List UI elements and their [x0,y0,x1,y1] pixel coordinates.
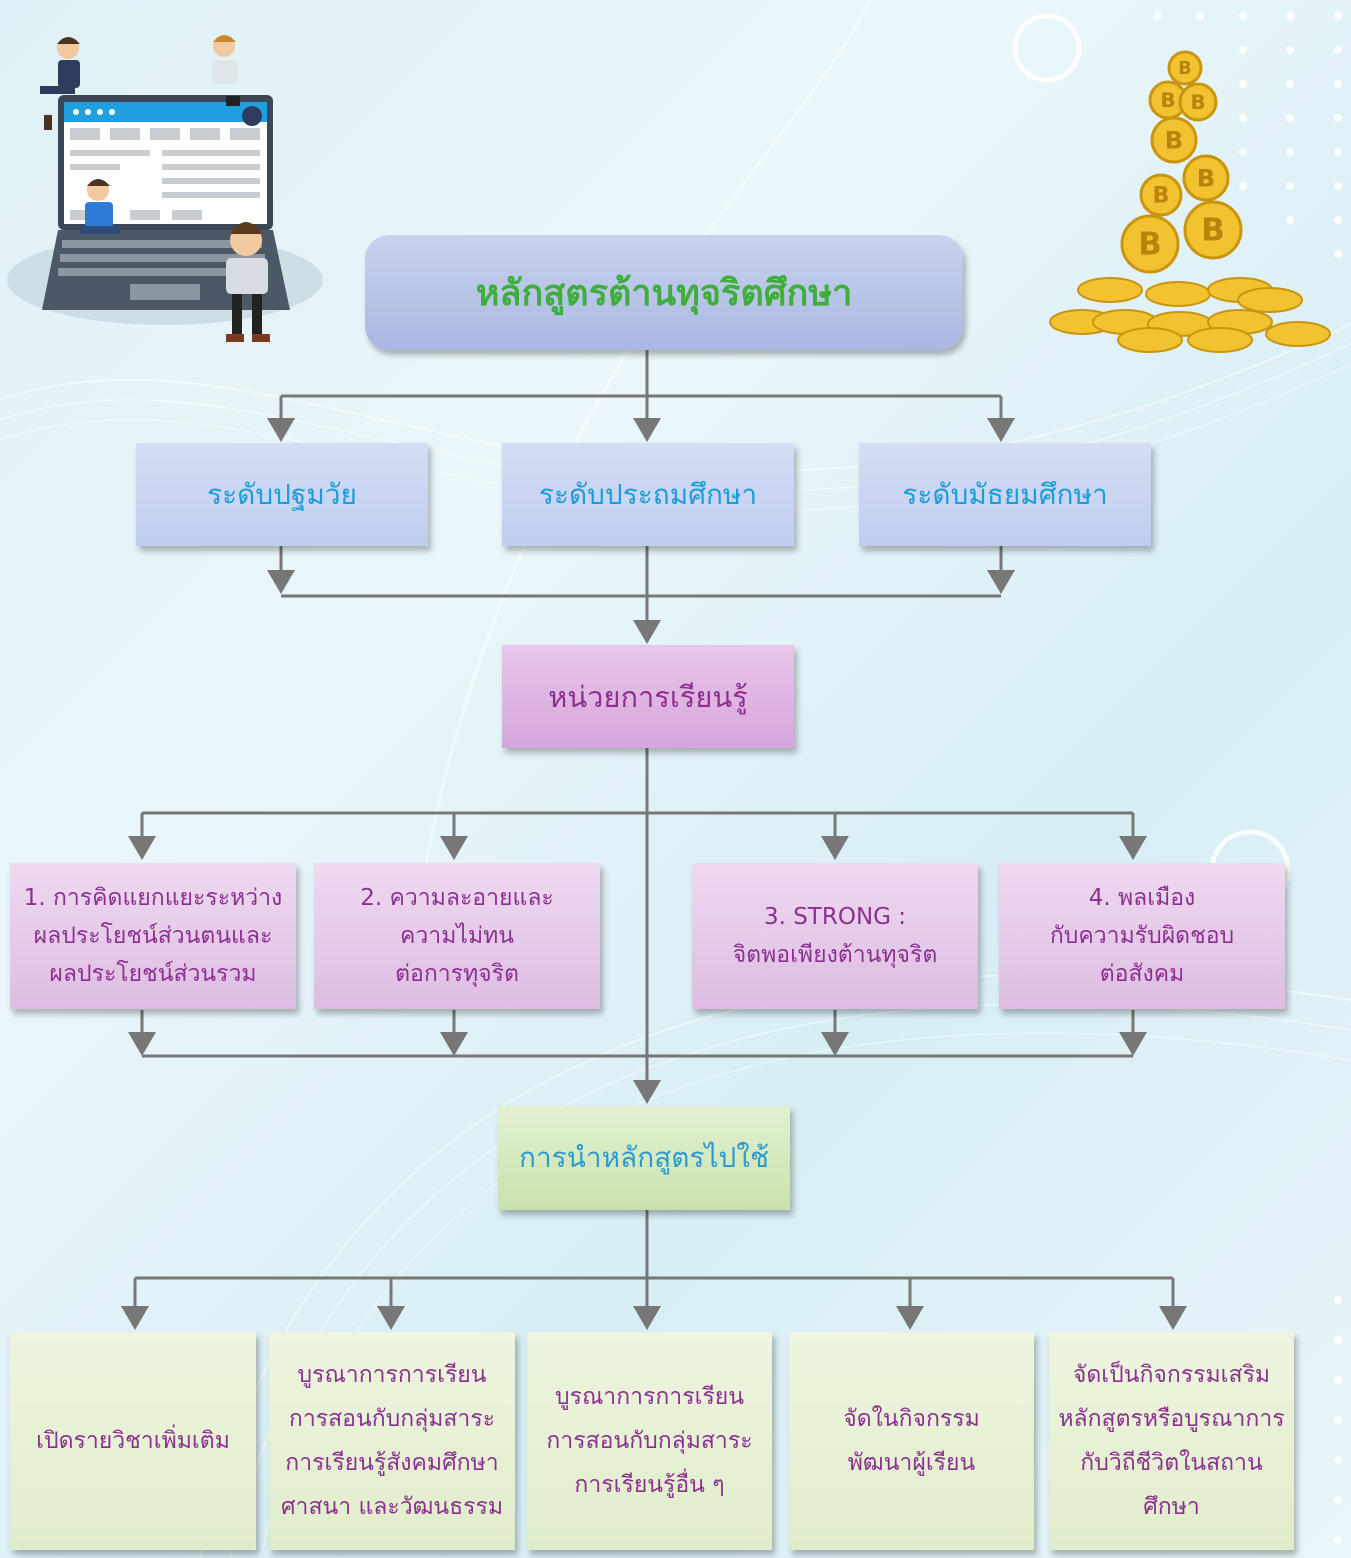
level-label: ระดับปฐมวัย [207,477,357,511]
arrow-head [633,1080,661,1104]
laptop-people-illustration [7,35,323,342]
coin [1077,277,1143,303]
coin-letter: B [1197,164,1215,192]
topic-line: ต่อการทุจริต [395,961,519,987]
topic-line: 3. STRONG : [763,904,907,930]
arrow-head [1119,836,1147,860]
curriculum-title: หลักสูตรต้านทุจริตศึกษา [475,273,853,314]
coin [1187,327,1253,353]
implementation-box: การนำหลักสูตรไปใช้ [498,1106,790,1210]
coin-letter: B [1153,184,1170,209]
topic-box-2: 2. ความละอายและ ความไม่ทน ต่อการทุจริต [314,863,600,1009]
topic-box-4: 4. พลเมือง กับความรับผิดชอบ ต่อสังคม [999,863,1285,1009]
topic-box-3: 3. STRONG : จิตพอเพียงต้านทุจริต [692,863,978,1009]
arrow-head [987,570,1015,594]
coin-letter: B [1190,91,1205,114]
learning-unit-label: หน่วยการเรียนรู้ [548,679,748,714]
implementation-label: การนำหลักสูตรไปใช้ [519,1141,769,1174]
method-line: การเรียนรู้สังคมศึกษา [285,1450,499,1476]
arrow-head [896,1306,924,1330]
method-box-2: บูรณาการการเรียน การสอนกับกลุ่มสาระ การเ… [269,1332,515,1550]
topic-line: 2. ความละอายและ [360,885,554,911]
level-label: ระดับมัธยมศึกษา [902,477,1108,511]
method-line: หลักสูตรหรือบูรณาการ [1058,1406,1285,1432]
arrow-head [267,570,295,594]
method-line: ศาสนา และวัฒนธรรม [280,1494,504,1520]
topic-line: ความไม่ทน [400,923,514,949]
learning-unit-box: หน่วยการเรียนรู้ [502,645,794,748]
coin-letter: B [1138,227,1161,263]
method-line: จัดเป็นกิจกรรมเสริม [1072,1362,1271,1388]
coin [1117,327,1183,353]
method-box-1: เปิดรายวิชาเพิ่มเติม [10,1332,256,1550]
coin [1183,200,1243,260]
arrow-head [1159,1306,1187,1330]
coin-letter: B [1201,213,1224,249]
topic-line: ผลประโยชน์ส่วนตนและ [33,923,273,949]
curriculum-title-box: หลักสูตรต้านทุจริตศึกษา [365,235,963,350]
method-line: ศึกษา [1143,1494,1200,1520]
topic-line: ต่อสังคม [1099,961,1185,987]
method-line: การเรียนรู้อื่น ๆ [574,1472,725,1498]
coin [1237,287,1303,313]
arrow-head [821,836,849,860]
arrow-head [377,1306,405,1330]
topic-line: จิตพอเพียงต้านทุจริต [732,942,938,968]
arrow-head [440,836,468,860]
method-box-3: บูรณาการการเรียน การสอนกับกลุ่มสาระ การเ… [527,1332,772,1550]
topic-line: กับความรับผิดชอบ [1049,923,1235,949]
method-line: จัดในกิจกรรม [843,1406,980,1432]
arrow-head [633,418,661,442]
method-line: บูรณาการการเรียน [297,1362,487,1388]
topic-line: ผลประโยชน์ส่วนรวม [49,961,257,987]
method-box-5: จัดเป็นกิจกรรมเสริม หลักสูตรหรือบูรณาการ… [1049,1332,1294,1550]
method-box-4: จัดในกิจกรรม พัฒนาผู้เรียน [789,1332,1034,1550]
method-line: การสอนกับกลุ่มสาระ [288,1406,496,1432]
topic-line: 4. พลเมือง [1088,885,1196,911]
arrow-head [633,1306,661,1330]
level-box-secondary: ระดับมัธยมศึกษา [859,443,1151,546]
topic-box-1: 1. การคิดแยกแยะระหว่าง ผลประโยชน์ส่วนตนแ… [10,863,296,1009]
coin [1178,82,1218,122]
coin [1139,173,1183,217]
arrow-head [267,418,295,442]
method-line: กับวิถีชีวิตในสถาน [1080,1450,1263,1476]
coin-letter: B [1160,89,1175,112]
method-line: พัฒนาผู้เรียน [847,1450,976,1476]
arrow-head [821,1032,849,1056]
coin-letter: B [1165,126,1183,154]
topic-line: 1. การคิดแยกแยะระหว่าง [23,885,283,911]
level-label: ระดับประถมศึกษา [538,477,758,511]
coin [1265,321,1331,347]
coin [1167,50,1203,86]
arrow-head [128,1032,156,1056]
method-line: บูรณาการการเรียน [554,1384,744,1410]
coin [1120,214,1180,274]
arrow-head [121,1306,149,1330]
coin [1150,116,1198,164]
arrow-head [633,620,661,644]
arrow-head [987,418,1015,442]
method-line: เปิดรายวิชาเพิ่มเติม [36,1428,230,1454]
coin [1182,154,1230,202]
coin-letter: B [1178,59,1191,79]
arrow-head [440,1032,468,1056]
arrow-head [128,836,156,860]
level-box-primary: ระดับประถมศึกษา [502,443,794,546]
arrow-head [1119,1032,1147,1056]
level-box-preschool: ระดับปฐมวัย [136,443,428,546]
method-line: การสอนกับกลุ่มสาระ [546,1428,753,1454]
